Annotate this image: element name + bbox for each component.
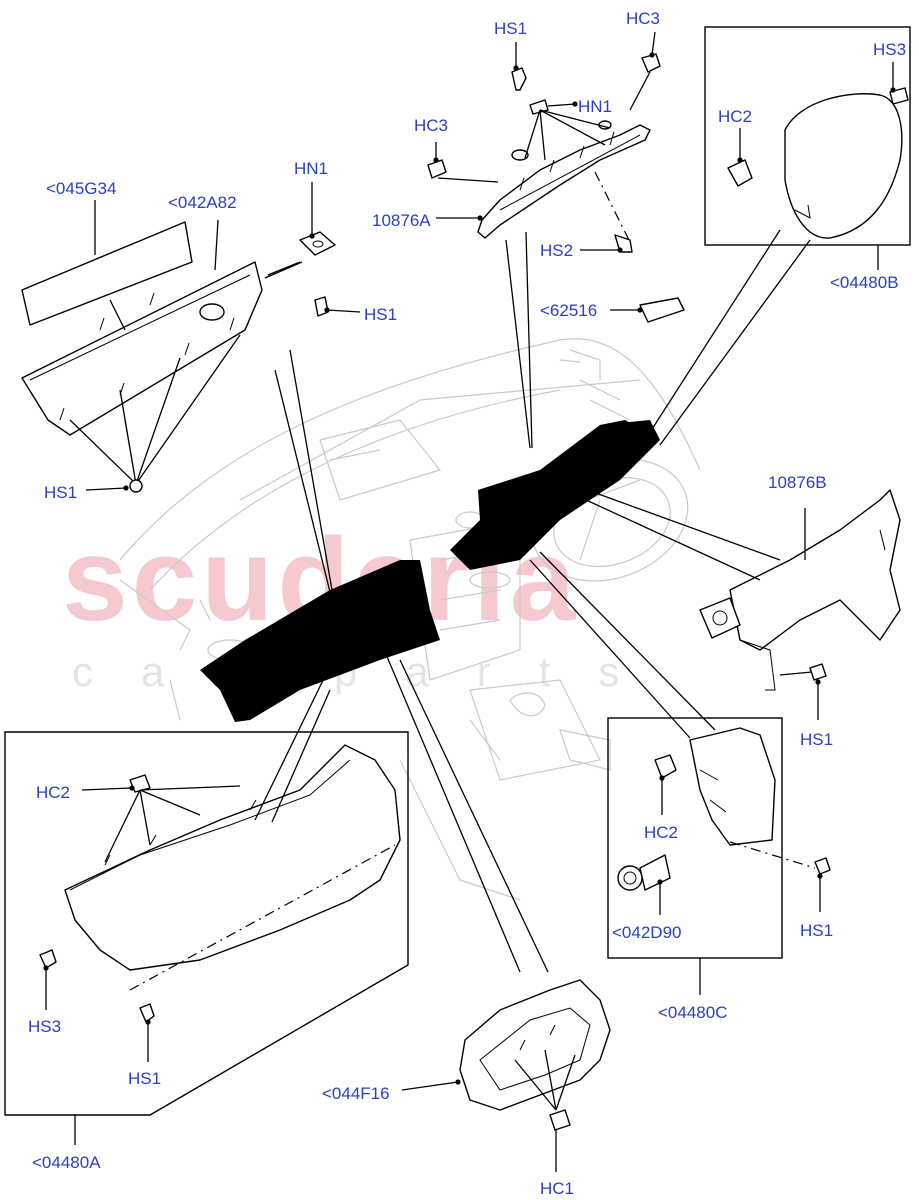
box-04480c bbox=[529, 551, 831, 995]
box-04480b bbox=[644, 26, 911, 446]
label-hs1-hn1: HS1 bbox=[364, 305, 397, 324]
screw-icon bbox=[511, 67, 527, 91]
label-hs2: HS2 bbox=[540, 241, 573, 260]
screw-icon bbox=[814, 857, 831, 875]
part-10876b-bracket bbox=[699, 489, 901, 691]
clip-icon bbox=[549, 1109, 571, 1131]
clip-icon bbox=[427, 159, 447, 179]
label-hs1-boxright: HS1 bbox=[800, 921, 833, 940]
part-10876a-bracket bbox=[477, 99, 651, 239]
screw-icon bbox=[139, 1003, 155, 1023]
label-hs3-box: HS3 bbox=[873, 40, 906, 59]
screw-icon bbox=[314, 296, 329, 317]
box-04480a bbox=[4, 669, 409, 1145]
label-10876a: 10876A bbox=[372, 211, 431, 230]
label-hs3-left: HS3 bbox=[28, 1017, 61, 1036]
part-044f16-shroud bbox=[379, 639, 611, 1172]
label-04480b: <04480B bbox=[830, 273, 899, 292]
bracket-62516-icon bbox=[639, 297, 685, 323]
screw-icon bbox=[129, 479, 143, 493]
clip-icon bbox=[727, 159, 753, 187]
label-hc2-box: HC2 bbox=[718, 107, 752, 126]
labels: HS1 HC3 HN1 HC3 10876A HS2 <62516 HS3 HC… bbox=[28, 9, 906, 1198]
label-042a82: <042A82 bbox=[168, 193, 237, 212]
label-045g34: <045G34 bbox=[46, 179, 116, 198]
label-hs1-bottomleft: HS1 bbox=[128, 1069, 161, 1088]
part-045g34-trim-strip bbox=[21, 221, 193, 326]
label-hc1: HC1 bbox=[540, 1179, 574, 1198]
label-hc3-top: HC3 bbox=[626, 9, 660, 28]
label-hn1-top: HN1 bbox=[578, 97, 612, 116]
leader-lines-top bbox=[435, 31, 685, 449]
highlighted-trim-panels bbox=[200, 420, 660, 722]
label-hc3-left: HC3 bbox=[414, 116, 448, 135]
label-044f16: <044F16 bbox=[322, 1084, 390, 1103]
screw-icon bbox=[809, 663, 827, 681]
label-hn1: HN1 bbox=[294, 159, 328, 178]
clip-icon bbox=[654, 754, 677, 779]
label-10876b: 10876B bbox=[768, 473, 827, 492]
label-hs1-right: HS1 bbox=[800, 730, 833, 749]
label-hc2-left: HC2 bbox=[36, 783, 70, 802]
screw-icon bbox=[39, 949, 57, 969]
label-hc2-right: HC2 bbox=[644, 823, 678, 842]
leader-lines-topleft bbox=[69, 200, 333, 593]
label-04480c: <04480C bbox=[658, 1003, 727, 1022]
label-62516: <62516 bbox=[540, 301, 597, 320]
label-hs1-top: HS1 bbox=[494, 19, 527, 38]
switch-042d90-icon bbox=[617, 865, 643, 891]
part-042a82-bracket bbox=[21, 261, 303, 436]
label-hs1-left: HS1 bbox=[44, 483, 77, 502]
label-042d90: <042D90 bbox=[612, 923, 681, 942]
label-04480a: <04480A bbox=[32, 1153, 101, 1172]
nut-icon bbox=[299, 231, 336, 256]
